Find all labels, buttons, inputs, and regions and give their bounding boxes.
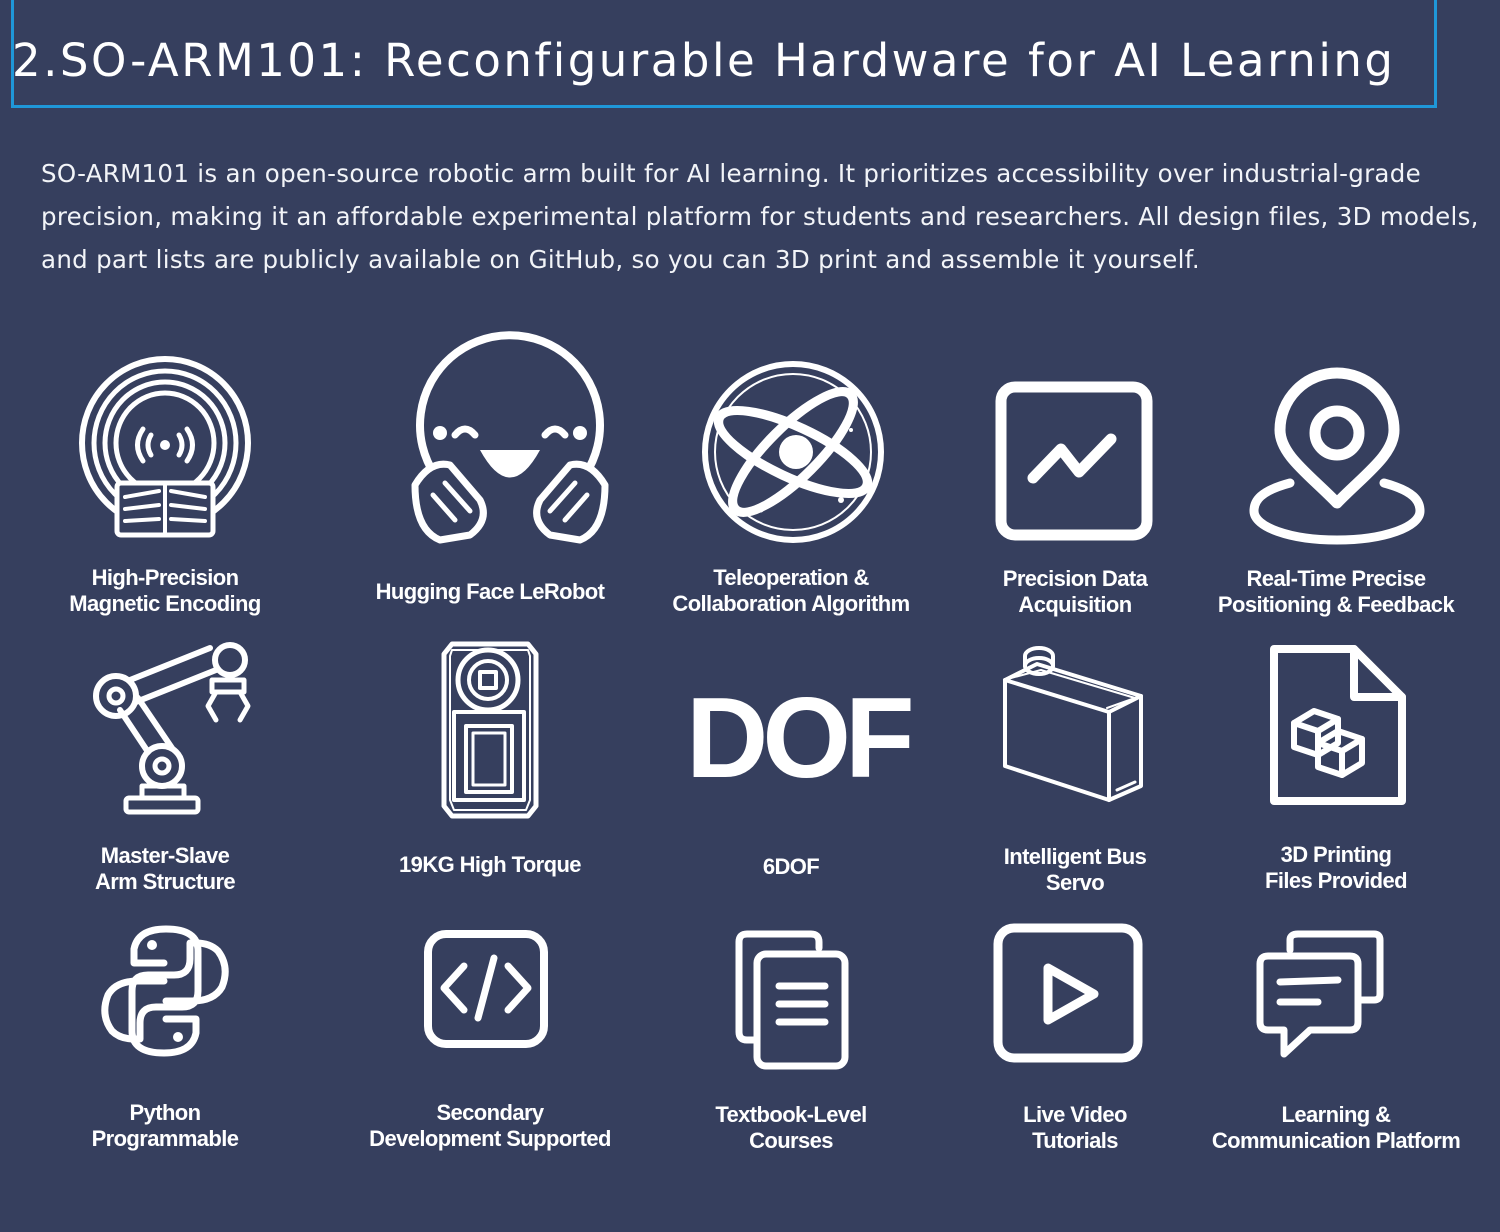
page-title: 2.SO-ARM101: Reconfigurable Hardware for… <box>12 34 1396 87</box>
feature-label: Master-Slave Arm Structure <box>94 843 236 894</box>
feature-data-acquisition: Precision Data Acquisition <box>925 355 1225 625</box>
feature-hugging-face: Hugging Face LeRobot <box>340 331 640 625</box>
feature-textbook-courses: Textbook-Level Courses <box>641 920 941 1160</box>
feature-label: Secondary Development Supported <box>369 1100 611 1151</box>
magnetic-encoder-icon <box>77 355 253 540</box>
feature-label: 3D Printing Files Provided <box>1265 842 1408 893</box>
3d-file-icon <box>1268 643 1408 808</box>
chat-bubbles-icon <box>1254 928 1386 1068</box>
feature-label: Live Video Tutorials <box>1023 1102 1127 1153</box>
documents-icon <box>733 928 853 1070</box>
feature-label: 19KG High Torque <box>399 852 581 877</box>
feature-label: Python Programmable <box>91 1100 239 1151</box>
feature-high-torque: 19KG High Torque <box>340 640 640 900</box>
feature-master-slave: Master-Slave Arm Structure <box>15 640 315 900</box>
feature-label: Real-Time Precise Positioning & Feedback <box>1217 566 1455 617</box>
feature-label: Intelligent Bus Servo <box>1003 844 1147 895</box>
feature-teleoperation: Teleoperation & Collaboration Algorithm <box>641 355 941 625</box>
feature-label: Precision Data Acquisition <box>1002 566 1148 617</box>
feature-positioning: Real-Time Precise Positioning & Feedback <box>1186 355 1486 625</box>
feature-secondary-development: Secondary Development Supported <box>340 920 640 1160</box>
feature-communication-platform: Learning & Communication Platform <box>1186 920 1486 1160</box>
feature-label: Teleoperation & Collaboration Algorithm <box>672 565 910 616</box>
feature-6dof: DOF 6DOF <box>641 640 941 900</box>
feature-3d-printing-files: 3D Printing Files Provided <box>1186 640 1486 900</box>
dof-text-icon: DOF <box>686 675 915 802</box>
chart-trend-icon <box>995 381 1155 541</box>
feature-python: Python Programmable <box>15 920 315 1160</box>
feature-label: Learning & Communication Platform <box>1211 1102 1461 1153</box>
video-play-icon <box>992 922 1144 1064</box>
servo-motor-icon <box>440 640 540 820</box>
feature-bus-servo: Intelligent Bus Servo <box>925 640 1225 900</box>
feature-label: Hugging Face LeRobot <box>375 579 605 604</box>
feature-label: Textbook-Level Courses <box>715 1102 867 1153</box>
code-brackets-icon <box>422 928 550 1050</box>
intro-paragraph: SO-ARM101 is an open-source robotic arm … <box>41 159 1479 274</box>
atom-orbit-icon <box>701 360 885 544</box>
location-pin-icon <box>1249 367 1425 545</box>
feature-video-tutorials: Live Video Tutorials <box>925 920 1225 1160</box>
bus-servo-box-icon <box>997 646 1152 810</box>
hugging-face-icon <box>405 331 615 545</box>
feature-label: 6DOF <box>762 854 820 879</box>
feature-label: High-Precision Magnetic Encoding <box>69 565 261 616</box>
python-icon <box>98 923 233 1058</box>
feature-magnetic-encoding: High-Precision Magnetic Encoding <box>15 355 315 625</box>
robot-arm-icon <box>90 640 260 820</box>
title-box <box>11 0 1437 108</box>
